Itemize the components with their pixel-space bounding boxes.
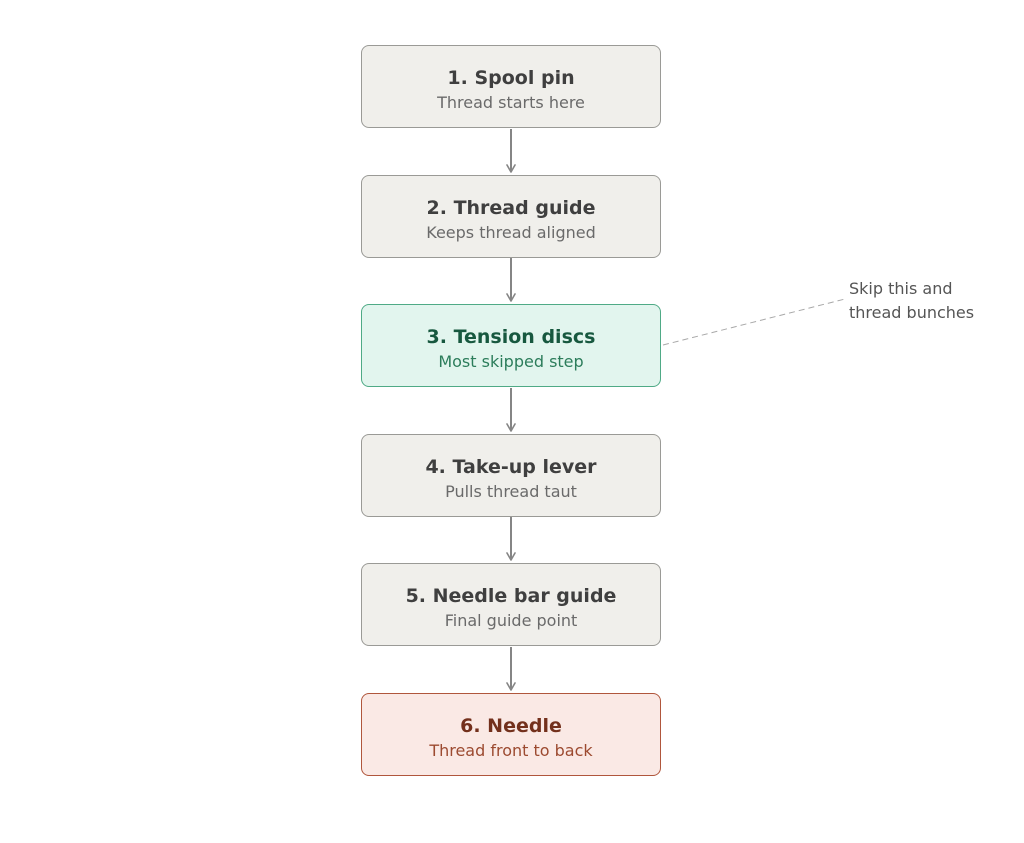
step-needle: 6. Needle Thread front to back [361,693,661,776]
step-thread-guide: 2. Thread guide Keeps thread aligned [361,175,661,258]
annotation-line-2: thread bunches [849,303,975,322]
step-needle-bar-guide: 5. Needle bar guide Final guide point [361,563,661,646]
step-tension-discs: 3. Tension discs Most skipped step [361,304,661,387]
step-subtitle: Most skipped step [438,352,584,371]
step-title: 3. Tension discs [426,326,596,348]
step-take-up-lever: 4. Take-up lever Pulls thread taut [361,434,661,517]
step-subtitle: Pulls thread taut [445,482,577,501]
annotation-note: Skip this and thread bunches [849,277,1019,325]
step-title: 1. Spool pin [447,67,575,89]
step-title: 6. Needle [460,715,562,737]
annotation-leader-line [662,298,846,346]
step-title: 2. Thread guide [426,197,596,219]
step-title: 5. Needle bar guide [405,585,617,607]
annotation-line-1: Skip this and [849,279,953,298]
step-subtitle: Keeps thread aligned [426,223,596,242]
step-subtitle: Final guide point [444,611,578,630]
step-subtitle: Thread front to back [429,741,593,760]
step-subtitle: Thread starts here [437,93,585,112]
step-spool-pin: 1. Spool pin Thread starts here [361,45,661,128]
step-title: 4. Take-up lever [425,456,597,478]
